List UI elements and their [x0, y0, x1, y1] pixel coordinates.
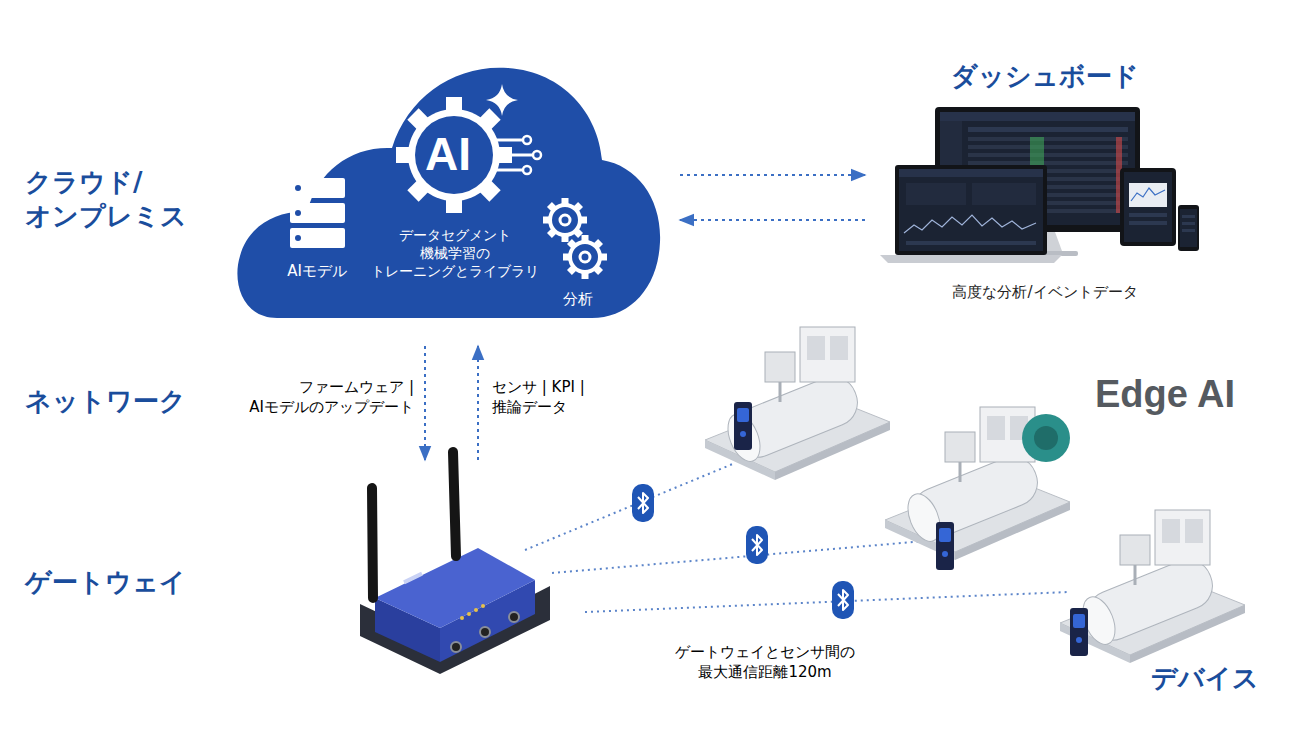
- data-flow-arrow: [680, 219, 865, 221]
- machines: [1034, 426, 1058, 450]
- gateway-device: [360, 452, 550, 674]
- gateway-device: [480, 627, 490, 637]
- machines: [1070, 608, 1088, 656]
- node-shape: [880, 55, 1210, 310]
- dashboard-caption: 高度な分析/イベントデータ: [952, 283, 1137, 303]
- device-label: デバイス: [1151, 662, 1259, 696]
- flow-label: センサ | KPI | 推論データ: [492, 378, 604, 417]
- bluetooth-links: [746, 526, 768, 564]
- tier-label: ネットワーク: [25, 385, 186, 419]
- bluetooth-links: [525, 463, 735, 550]
- analysis-label: 分析: [563, 290, 593, 310]
- cloud-node: AI データセグメント 機械学習の トレーニングとライブラリ AIモデル分析: [232, 60, 662, 325]
- flow-label: ファームウェア | AIモデルのアップデート: [234, 378, 414, 417]
- gateway-device: [451, 642, 461, 652]
- gateway-device: [372, 488, 373, 598]
- tier-label: ゲートウェイ: [25, 566, 186, 600]
- gateway-device: [467, 612, 471, 616]
- ai-text: AI: [425, 125, 471, 185]
- edge-ai-title: Edge AI: [1095, 370, 1235, 419]
- machines: [705, 327, 1245, 663]
- machines: [885, 407, 1070, 560]
- machines: [936, 522, 954, 570]
- bluetooth-links: [552, 540, 937, 573]
- network-arrows: [477, 346, 479, 460]
- model-label: AIモデル: [287, 262, 347, 282]
- range-note: ゲートウェイとセンサ間の 最大通信距離120m: [665, 643, 865, 682]
- cloud-description: データセグメント 機械学習の トレーニングとライブラリ: [366, 226, 544, 281]
- cloud-outline: [237, 68, 660, 318]
- machines: [734, 402, 752, 450]
- machines: [1022, 414, 1070, 462]
- dashboard-title: ダッシュボード: [951, 60, 1139, 94]
- network-arrows: [424, 346, 426, 460]
- bluetooth-links: [832, 581, 854, 619]
- machines: [705, 327, 890, 480]
- gateway-device: [509, 612, 519, 622]
- gateway-device: [453, 452, 456, 556]
- bluetooth-links: [632, 484, 654, 522]
- gateway-device: [403, 572, 423, 584]
- machines: [1060, 510, 1245, 663]
- data-flow-arrow: [680, 174, 865, 176]
- tier-label: クラウド/ オンプレミス: [25, 166, 195, 234]
- node-shape: [232, 60, 662, 325]
- gateway-device: [460, 616, 464, 620]
- node-illustration: [880, 107, 1199, 263]
- gateway-device: [474, 608, 478, 612]
- gateway-device: [481, 604, 485, 608]
- dashboard-node: ダッシュボード高度な分析/イベントデータ: [880, 55, 1210, 310]
- bluetooth-links: [585, 592, 1068, 612]
- network-arrows: [425, 346, 478, 460]
